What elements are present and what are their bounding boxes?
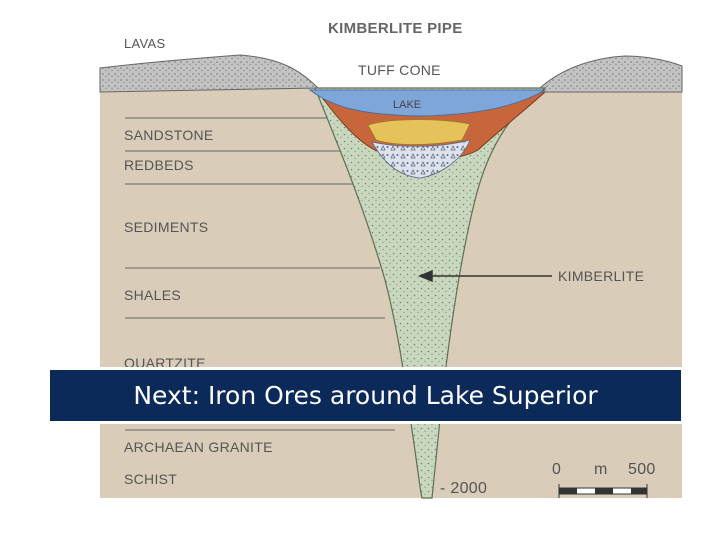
label-sediments: SEDIMENTS bbox=[124, 219, 208, 235]
scale-start: 0 bbox=[552, 461, 561, 478]
scale-unit: m bbox=[594, 461, 608, 478]
kimberlite-arrow bbox=[418, 269, 552, 283]
label-lavas: LAVAS bbox=[124, 36, 166, 51]
lava-layer bbox=[99, 54, 320, 93]
label-schist: SCHIST bbox=[124, 471, 177, 487]
label-lake: LAKE bbox=[393, 99, 421, 111]
label-shales: SHALES bbox=[124, 287, 181, 303]
yellow-layer bbox=[367, 119, 471, 145]
label-kimberlite: KIMBERLITE bbox=[558, 268, 644, 284]
label-depth: - 2000 bbox=[440, 480, 487, 497]
label-redbeds: REDBEDS bbox=[124, 157, 194, 173]
banner-text: Next: Iron Ores around Lake Superior bbox=[133, 381, 598, 410]
next-topic-banner: Next: Iron Ores around Lake Superior bbox=[47, 367, 684, 424]
scale-end: 500 bbox=[628, 461, 656, 478]
kimberlite-body bbox=[314, 87, 547, 499]
banner-background: Next: Iron Ores around Lake Superior bbox=[50, 370, 681, 421]
tuff-cone-right bbox=[539, 55, 683, 93]
label-title: KIMBERLITE PIPE bbox=[328, 20, 463, 37]
breccia-zone bbox=[371, 139, 471, 179]
label-archaean-granite: ARCHAEAN GRANITE bbox=[124, 439, 273, 455]
label-tuff-cone: TUFF CONE bbox=[358, 62, 441, 78]
lake bbox=[308, 89, 547, 117]
label-sandstone: SANDSTONE bbox=[124, 127, 214, 143]
strata-lines bbox=[125, 117, 395, 431]
scale-bar: 0 m 500 bbox=[552, 461, 656, 498]
